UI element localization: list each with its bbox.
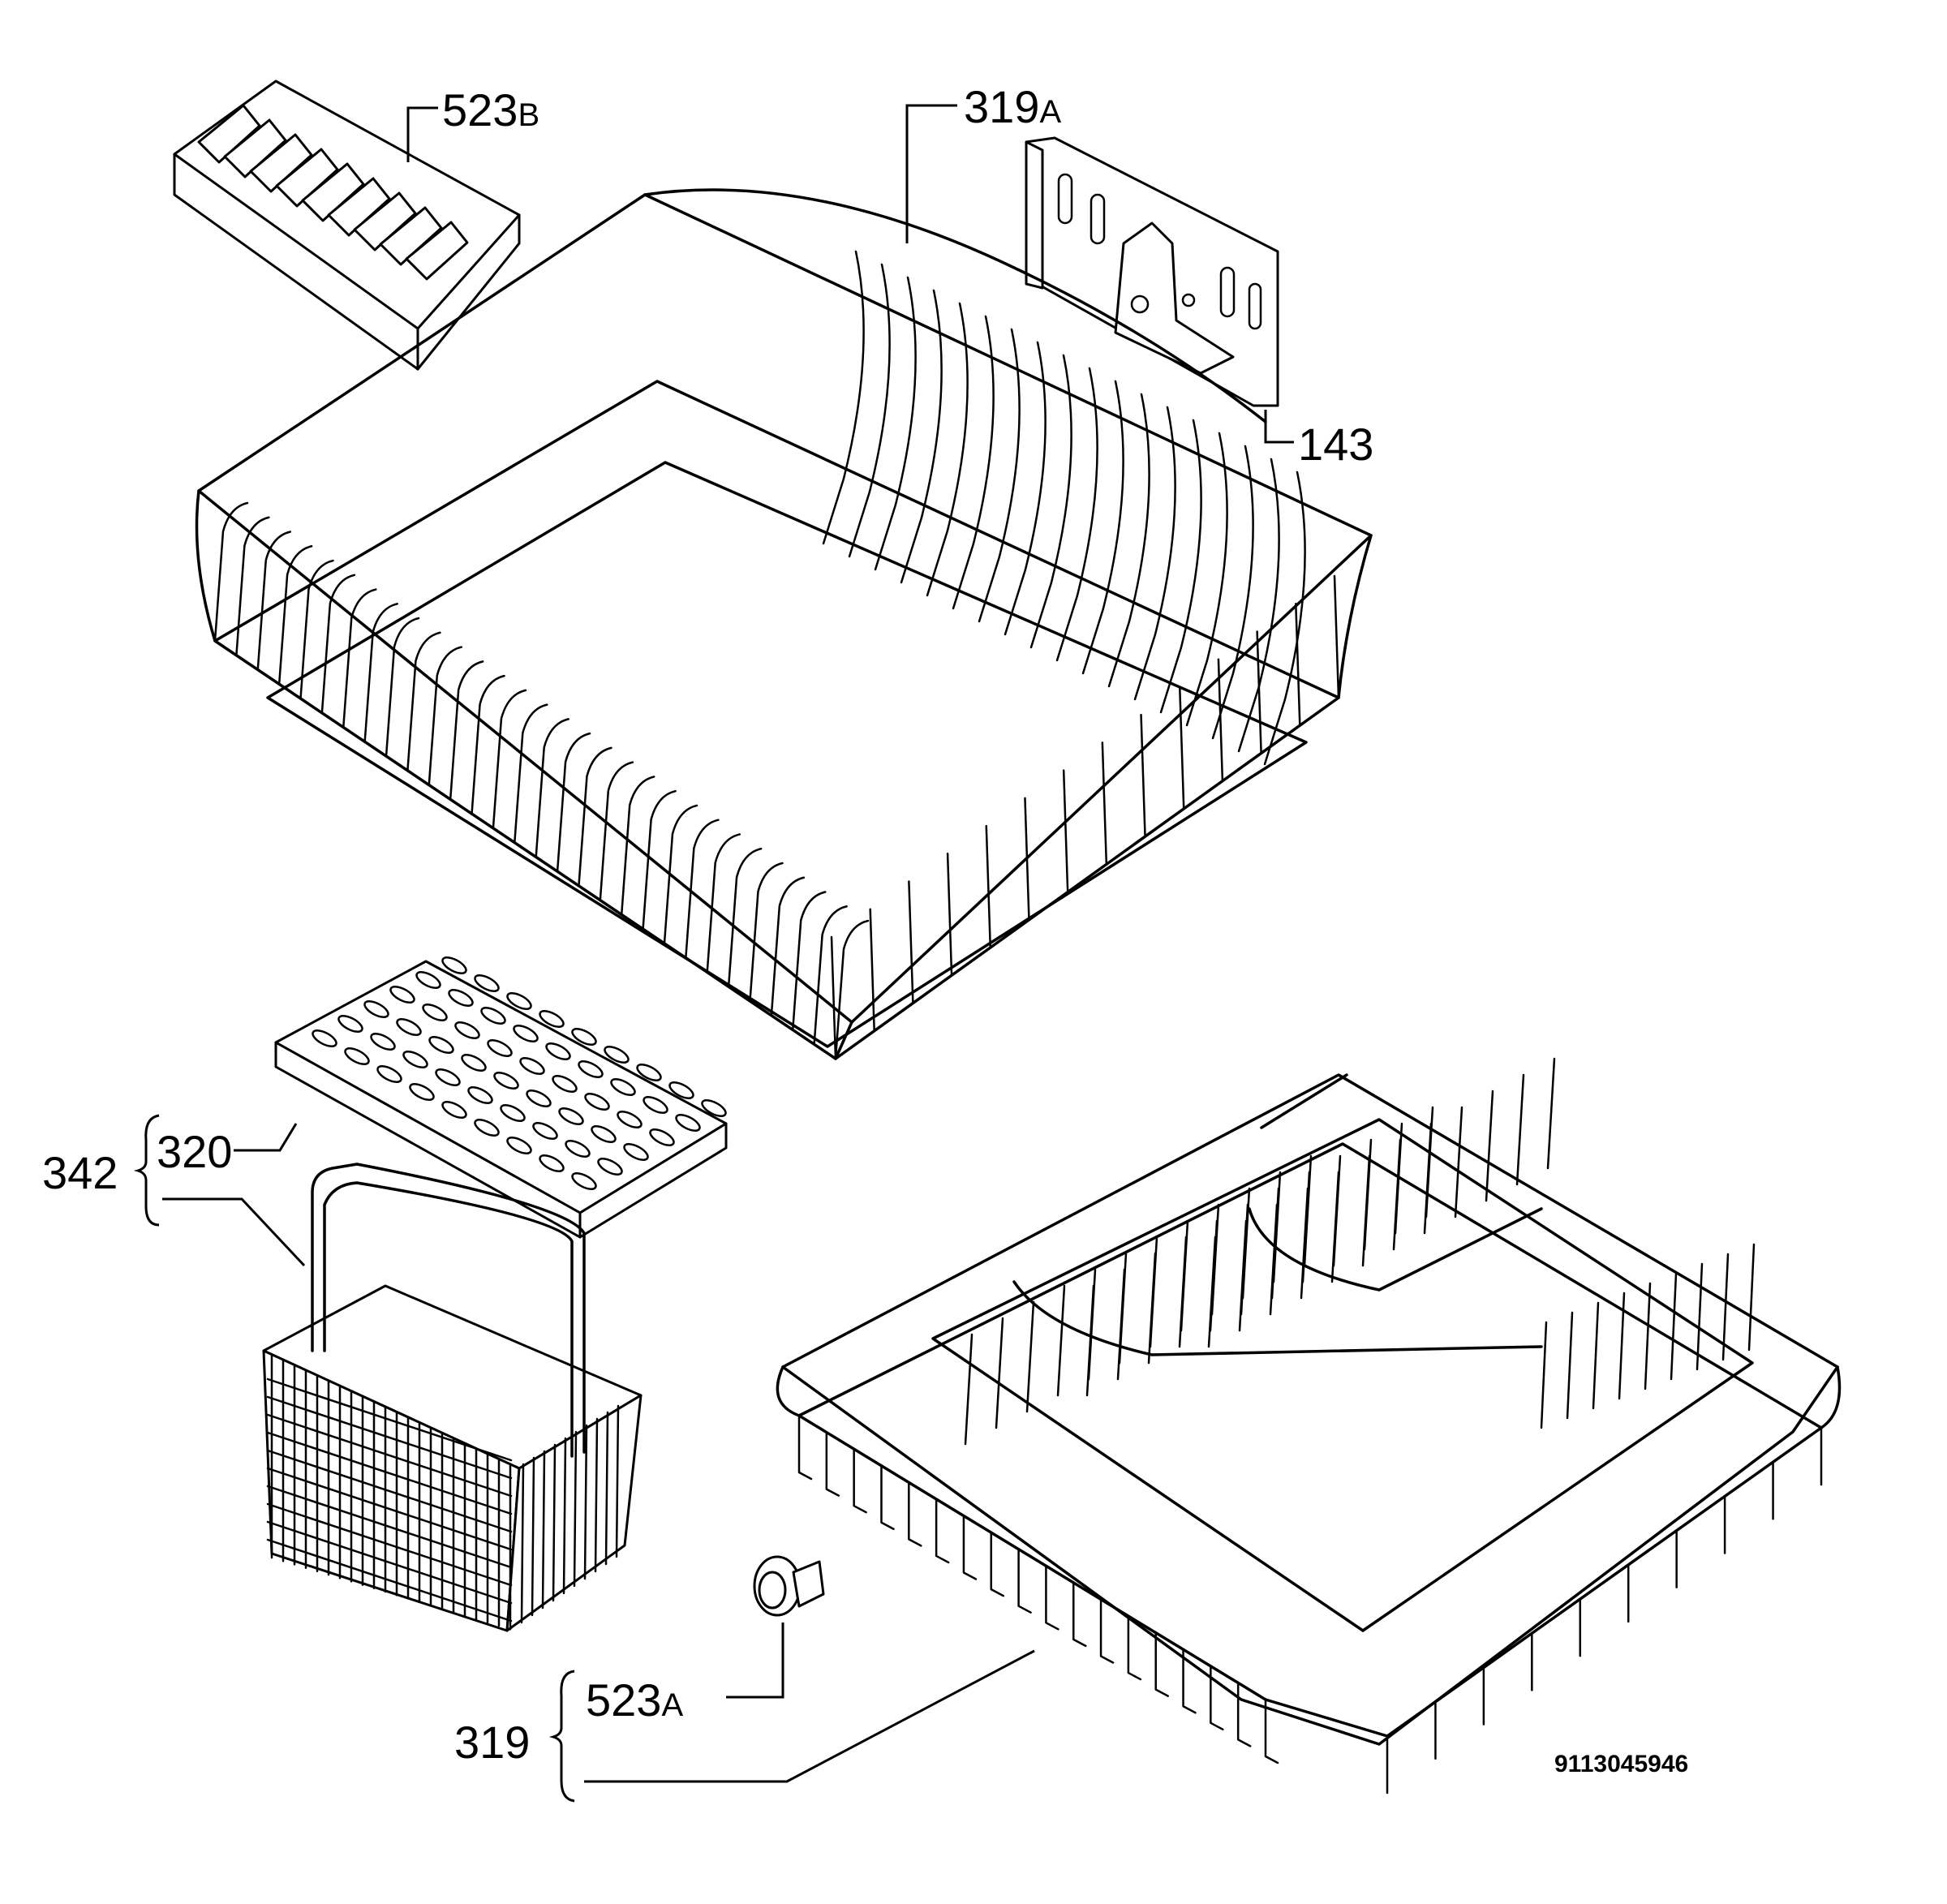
label-523b-suffix: B	[518, 97, 540, 133]
cup-rack-523b	[173, 80, 521, 371]
label-342: 342	[42, 1150, 118, 1196]
upper-basket-319a	[195, 188, 1373, 1060]
cutlery-basket	[262, 1163, 643, 1632]
leader-lines	[133, 104, 1294, 1803]
label-143-number: 143	[1298, 419, 1374, 470]
label-320: 320	[157, 1129, 232, 1175]
label-342-number: 342	[42, 1147, 118, 1198]
wheel-523a	[753, 1555, 825, 1617]
label-523a: 523A	[586, 1678, 683, 1723]
lower-basket-319	[776, 1057, 1842, 1794]
label-319-number: 319	[454, 1717, 531, 1768]
label-523a-suffix: A	[661, 1687, 684, 1723]
label-523b: 523B	[442, 88, 539, 133]
label-320-number: 320	[157, 1126, 233, 1177]
adjuster-bracket-143	[1025, 136, 1279, 407]
cutlery-lid-320	[274, 956, 728, 1239]
label-319a: 319A	[964, 84, 1061, 130]
drawing-code: 9113045946	[1554, 1751, 1689, 1777]
label-319a-number: 319	[964, 81, 1040, 132]
label-319a-suffix: A	[1039, 94, 1062, 130]
label-523b-number: 523	[442, 84, 518, 135]
label-523a-number: 523	[586, 1674, 662, 1726]
label-143: 143	[1298, 422, 1373, 467]
label-319: 319	[454, 1720, 530, 1765]
